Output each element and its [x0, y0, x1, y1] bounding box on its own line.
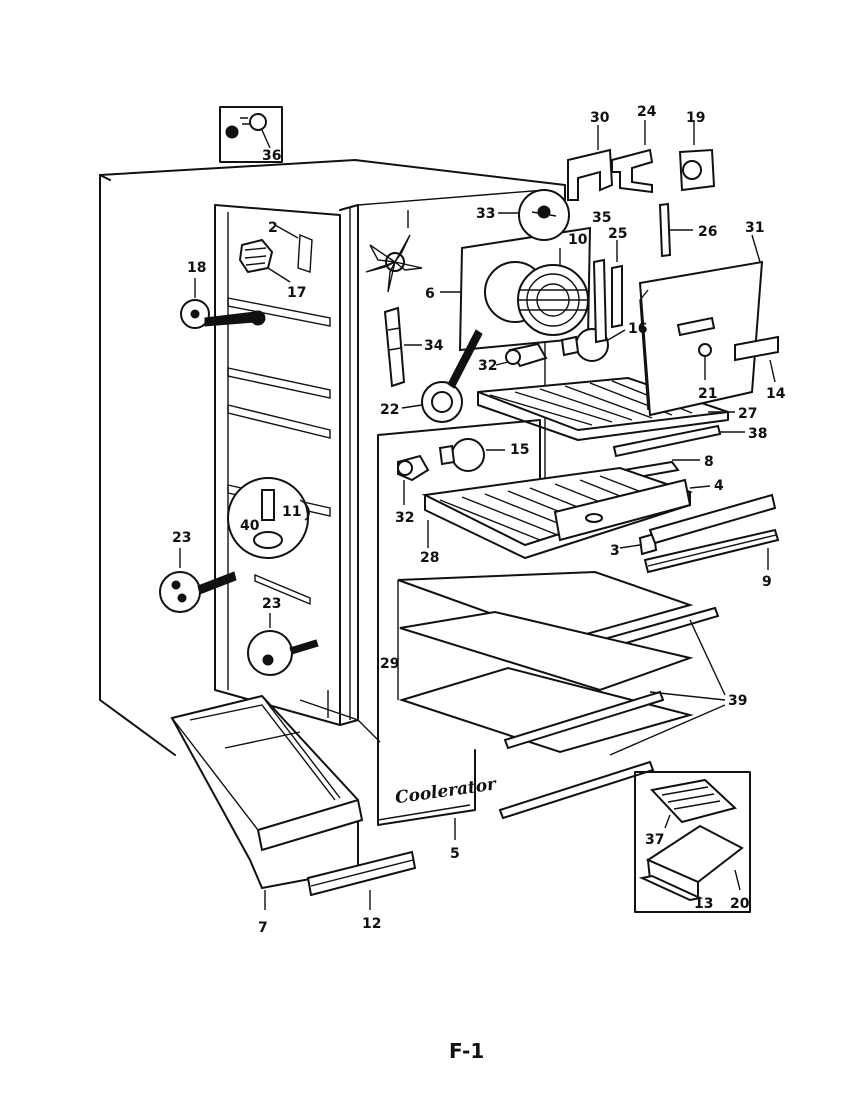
callout-17: 17: [287, 285, 306, 301]
fan-grille-10: [517, 248, 589, 336]
callout-6: 6: [425, 286, 435, 302]
callout-28: 28: [420, 550, 439, 566]
socket-32-lower: [397, 454, 430, 505]
part-25: [611, 240, 623, 329]
rail-38: [612, 424, 745, 458]
callout-35: 35: [592, 210, 611, 226]
callout-26: 26: [698, 224, 717, 240]
part-23-left: [159, 548, 237, 613]
callout-18: 18: [187, 260, 206, 276]
callout-11: 11: [282, 504, 301, 520]
callout-19: 19: [686, 110, 705, 126]
callout-14: 14: [766, 386, 786, 402]
fan-blade: [365, 210, 423, 293]
part-36-inset: [219, 106, 283, 163]
part-33: [498, 189, 570, 241]
bracket-34: [383, 306, 422, 388]
ring-22: [401, 329, 483, 423]
callout-20: 20: [730, 896, 750, 912]
callout-3: 3: [610, 543, 620, 559]
callout-39: 39: [728, 693, 747, 709]
parts-40-11: [227, 477, 310, 559]
callout-24: 24: [637, 104, 657, 120]
callout-40: 40: [240, 518, 260, 534]
callout-21: 21: [698, 386, 717, 402]
callout-36: 36: [262, 148, 281, 164]
part-26: [658, 202, 693, 258]
callout-37: 37: [645, 832, 664, 848]
callout-7: 7: [258, 920, 268, 936]
socket-32-upper: [495, 342, 548, 368]
callout-23-left: 23: [172, 530, 191, 546]
callout-38: 38: [748, 426, 767, 442]
callout-16: 16: [628, 321, 647, 337]
callout-8: 8: [704, 454, 714, 470]
part-3: [619, 493, 777, 556]
callout-25: 25: [608, 226, 627, 242]
callout-23-bottom: 23: [262, 596, 281, 612]
part-23-bottom: [247, 613, 319, 676]
callout-29: 29: [380, 656, 399, 672]
control-panel-31: [638, 234, 764, 417]
thermostat-assembly: [238, 224, 313, 283]
figure-label: F-1: [449, 1039, 484, 1063]
callout-13: 13: [694, 896, 713, 912]
callout-31: 31: [745, 220, 764, 236]
callout-2: 2: [268, 220, 278, 236]
crisper-pan: [170, 694, 364, 910]
callout-22: 22: [380, 402, 399, 418]
callout-30: 30: [590, 110, 610, 126]
part-12-rail: [306, 850, 417, 910]
part-35: [592, 258, 608, 344]
callout-4: 4: [714, 478, 724, 494]
callout-34: 34: [424, 338, 444, 354]
rail-9: [643, 528, 780, 574]
callout-9: 9: [762, 574, 772, 590]
callout-32-lower: 32: [395, 510, 414, 526]
callout-12: 12: [362, 916, 381, 932]
part-18: [180, 278, 266, 329]
part-19: [678, 122, 716, 192]
callout-labels: 36 2 17 18 40 11 23 23 7 12 5 29 32 28 1…: [172, 104, 786, 936]
bracket-30: [567, 125, 614, 201]
brand-logo: Coolerator: [394, 774, 498, 808]
bracket-24: [611, 120, 654, 194]
callout-27: 27: [738, 406, 757, 422]
label-14: [734, 335, 779, 383]
callout-10: 10: [568, 232, 588, 248]
callout-33: 33: [476, 206, 495, 222]
callout-32-upper: 32: [478, 358, 497, 374]
callout-5: 5: [450, 846, 460, 862]
cover-4: [553, 478, 711, 542]
dairy-door-inset: [634, 771, 751, 913]
callout-15: 15: [510, 442, 529, 458]
glass-shelves-39: [397, 570, 726, 820]
light-bulb-15: [438, 438, 505, 472]
